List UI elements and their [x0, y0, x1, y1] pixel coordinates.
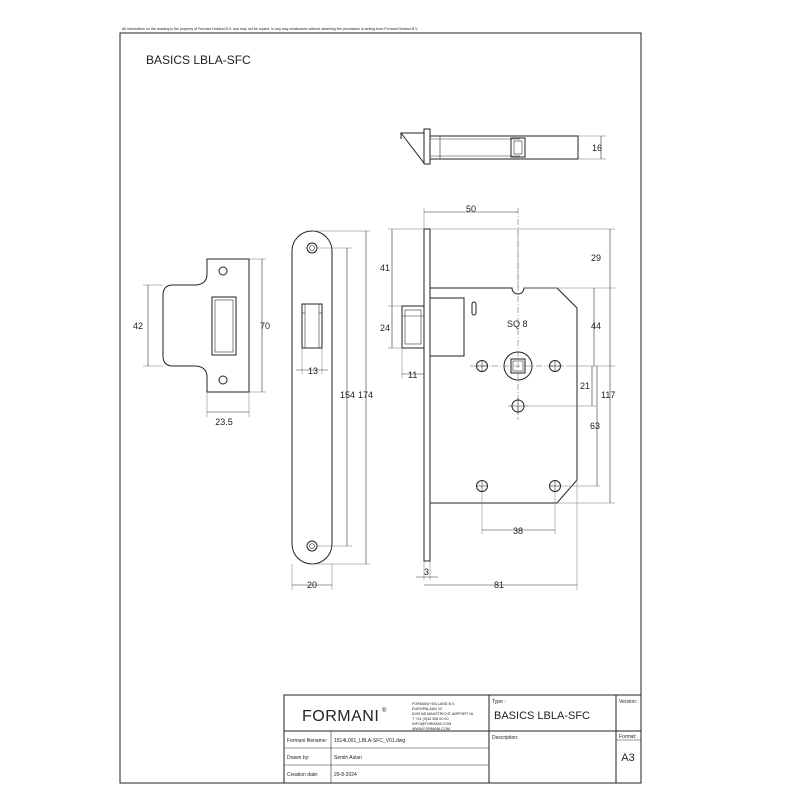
dim-spindle-to-hole: 21 [580, 381, 590, 391]
strike-latch-opening-inner [214, 299, 234, 353]
strike-screw-hole-bottom [218, 375, 228, 385]
dim-latch-height: 24 [380, 323, 390, 333]
latch-housing [429, 297, 465, 357]
version-label: Version: [619, 699, 637, 705]
dim-strike-inner-height: 42 [133, 321, 143, 331]
dim-case-depth: 81 [494, 580, 504, 590]
address-line: EUROPALAAN 12 [412, 707, 442, 711]
dim-strike-outer-height: 70 [260, 321, 270, 331]
lock-case-outline [430, 287, 578, 504]
dim-faceplate-height: 174 [358, 390, 373, 400]
dim-case-height: 117 [601, 390, 615, 400]
logo-registered-mark: ® [382, 707, 387, 714]
dim-backset: 50 [466, 204, 476, 214]
title-block: FORMANI ® FORMANI HOLLAND B.V. EUROPALAA… [283, 694, 642, 784]
faceplate-screw-hole-bottom-inner [309, 543, 315, 549]
format-label: Format: [619, 734, 636, 740]
strike-latch-opening [211, 296, 237, 356]
top-view-follower [510, 137, 526, 158]
faceplate-screw-hole-top-inner [309, 245, 315, 251]
dim-top-to-spindle: 29 [591, 253, 601, 263]
copyright-notice: All information on the drawing is the pr… [122, 27, 418, 31]
company-logo: FORMANI [302, 708, 379, 725]
side-faceplate [423, 228, 431, 562]
latch-top-view: 16 [399, 128, 606, 165]
drawn-by-label: Drawn by: [287, 755, 310, 761]
dim-spindle-to-hole-upper: 44 [591, 321, 601, 331]
filename-value: 1514L001_LBLA-SFC_V01.dwg [334, 738, 405, 744]
dim-strike-width: 23.5 [215, 417, 233, 427]
drawing-border [119, 32, 642, 784]
creation-date-label: Creation date: [287, 772, 318, 778]
address-line: INFO@FORMANI.COM [412, 722, 451, 726]
dim-latch-top: 41 [380, 263, 390, 273]
address-line: WWW.FORMANI.COM [412, 727, 450, 731]
dim-latch-projection: 11 [408, 370, 417, 380]
dim-faceplate-thickness: 3 [424, 567, 429, 577]
faceplate-view: 13 154 174 20 [291, 230, 373, 590]
lock-body-side-view: SQ 8 50 41 24 11 3 [380, 204, 615, 590]
strike-screw-hole-top [218, 266, 228, 276]
dim-hole-spacing-horizontal: 38 [513, 526, 523, 536]
top-view-case [429, 135, 579, 160]
creation-date-value: 29-8-2024 [334, 772, 357, 778]
case-slot [471, 301, 477, 316]
strike-plate-view: 42 70 23.5 [133, 258, 270, 427]
type-label: Type : [492, 699, 506, 705]
dim-spindle-square: SQ 8 [507, 319, 528, 329]
dim-faceplate-width: 20 [307, 580, 317, 590]
company-address: FORMANI HOLLAND B.V. EUROPALAAN 12 6199 … [412, 702, 475, 731]
address-line: T +31 (0)43 308 00 00 [412, 717, 449, 721]
dim-faceplate-hole-spacing: 154 [340, 390, 355, 400]
dim-lower-offset: 63 [590, 421, 600, 431]
type-value: BASICS LBLA-SFC [494, 710, 590, 722]
format-value: A3 [621, 752, 634, 764]
dim-latch-thickness: 16 [592, 143, 602, 153]
latch-bolt [401, 305, 425, 349]
strike-plate-outline [162, 258, 250, 393]
drawing-title: BASICS LBLA-SFC [146, 53, 251, 67]
dim-faceplate-slot-width: 13 [308, 366, 318, 376]
address-line: 6199 AB MAASTRICHT-AIRPORT NL [412, 712, 474, 716]
description-label: Description: [492, 735, 518, 741]
drawn-by-value: Semih Aslan [334, 755, 362, 761]
address-line: FORMANI HOLLAND B.V. [412, 702, 455, 706]
filename-label: Formani filename: [287, 738, 327, 744]
